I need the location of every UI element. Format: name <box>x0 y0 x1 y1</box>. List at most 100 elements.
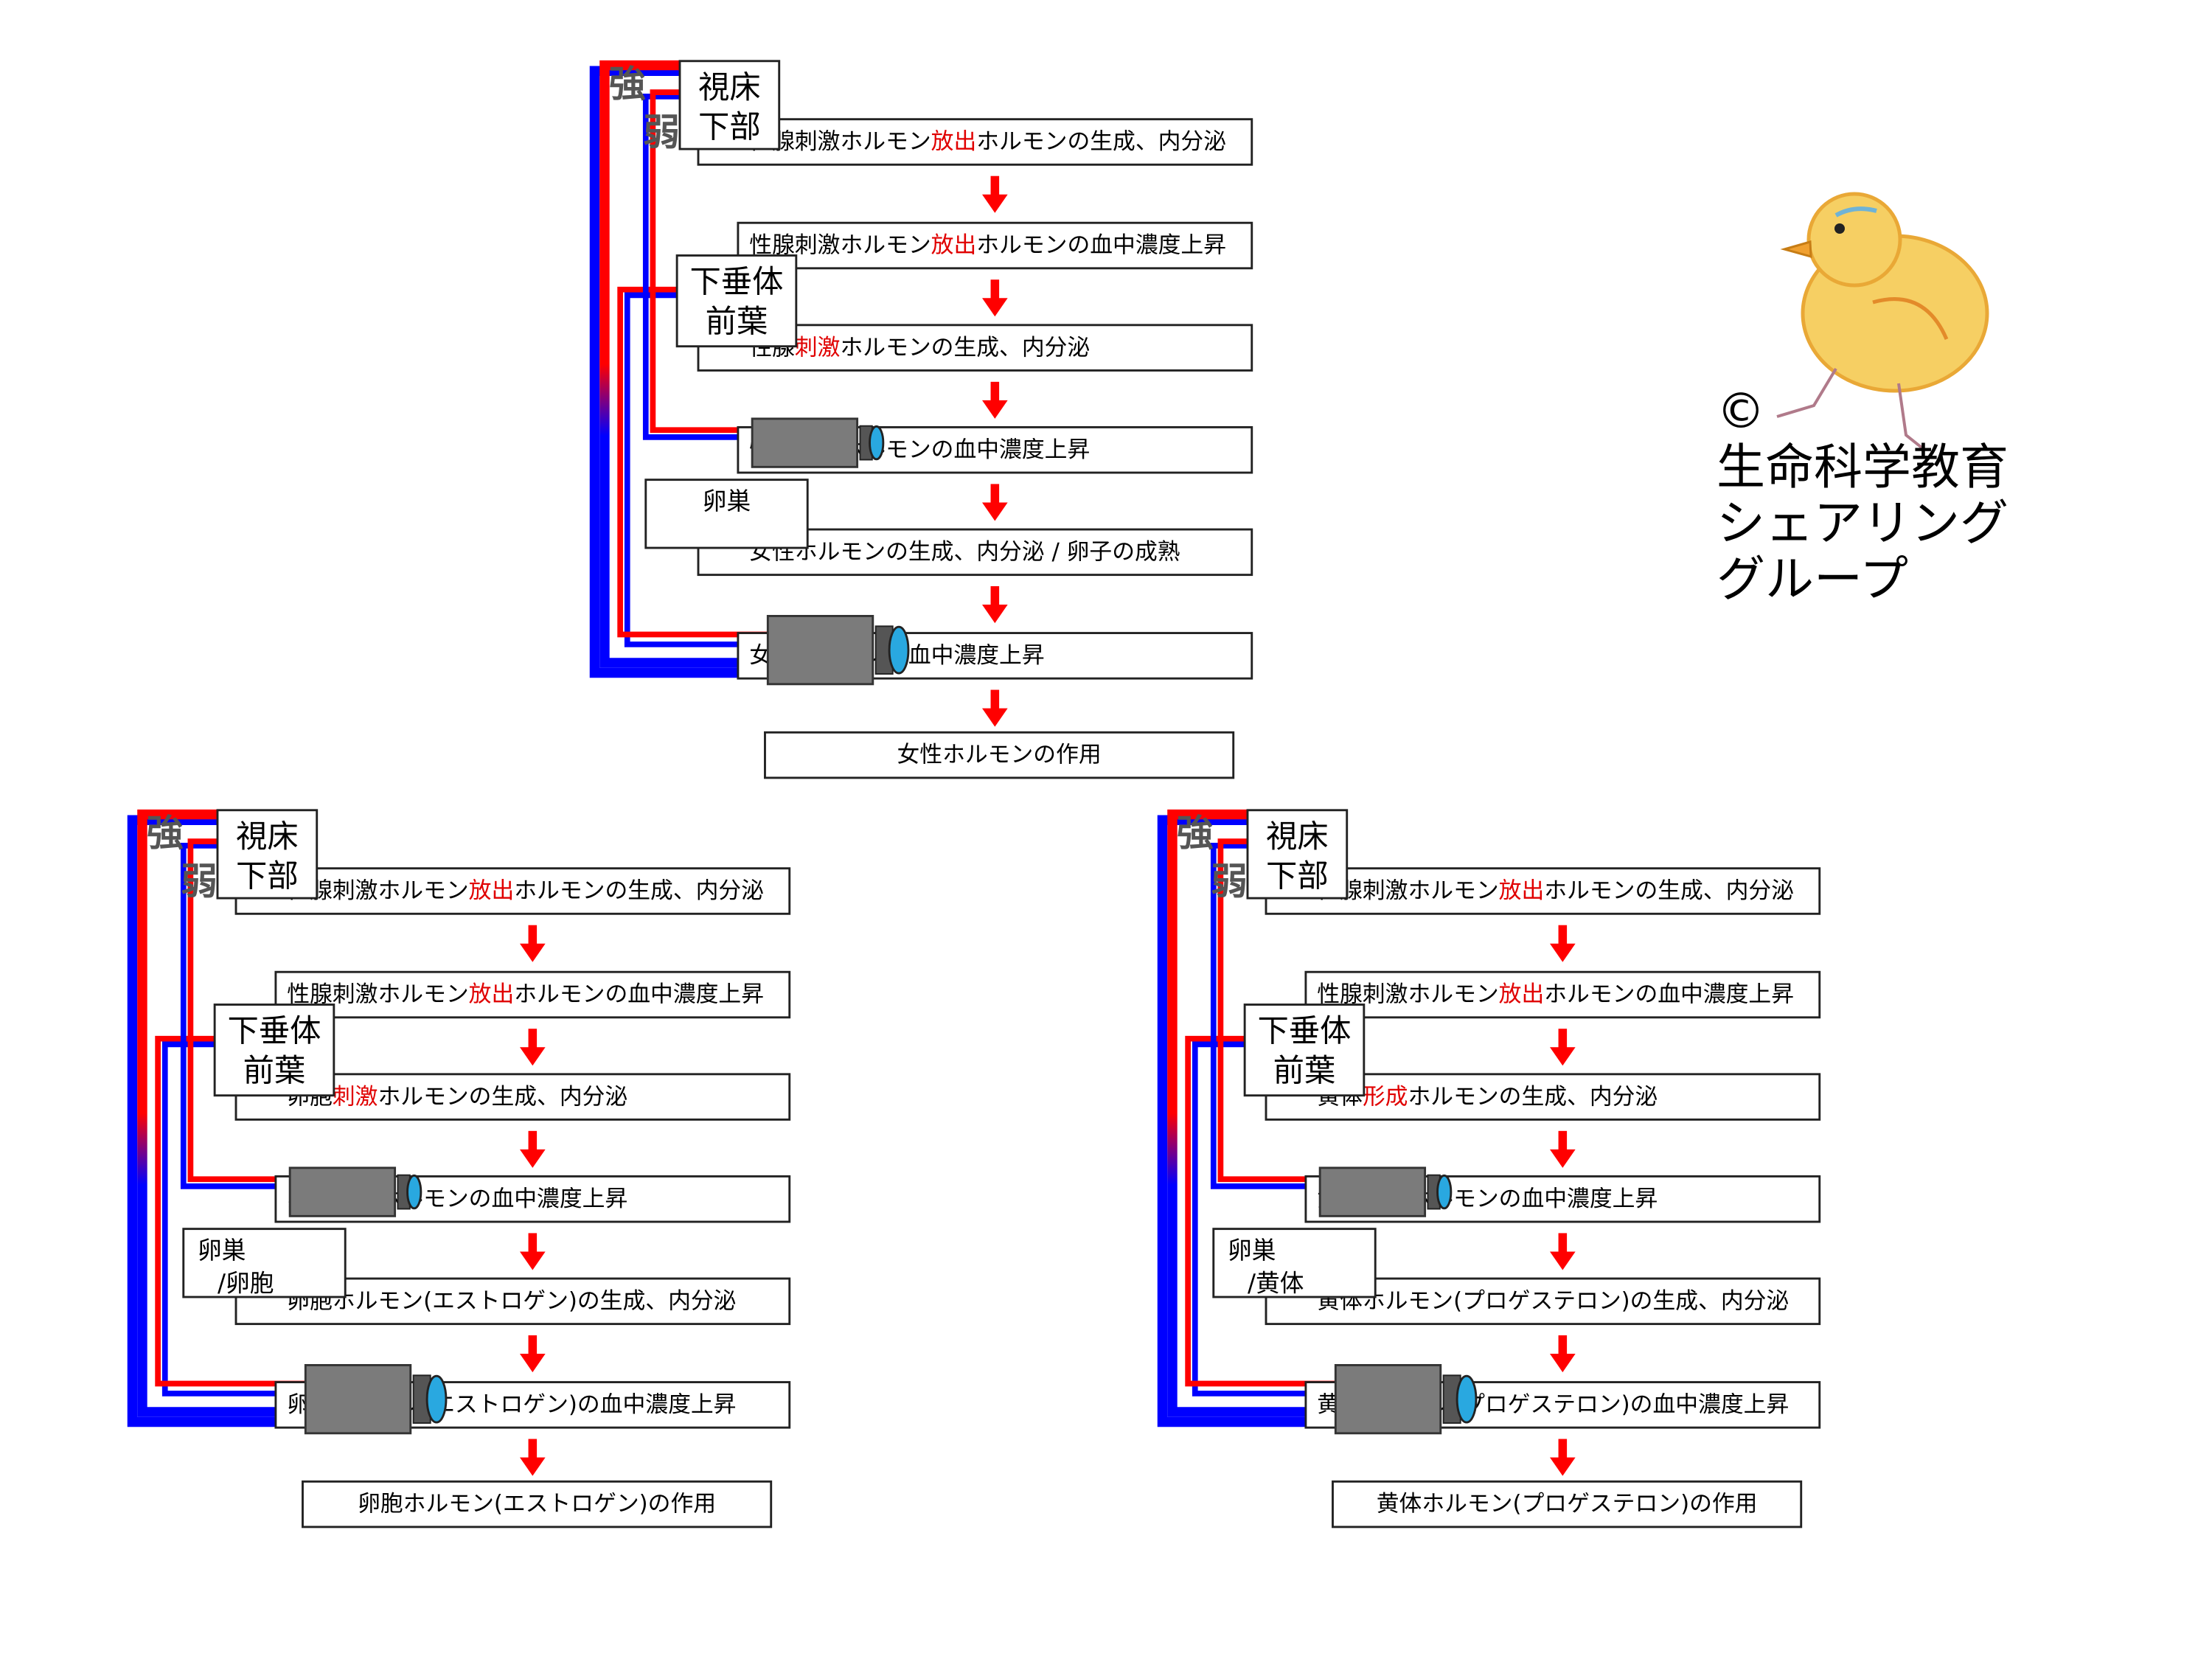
down-arrow-icon <box>1550 925 1576 963</box>
organ-anterior-pituitary-line-2: 前葉 <box>1273 1053 1336 1089</box>
chick-icon <box>1776 192 1989 451</box>
down-arrow-icon <box>982 279 1008 317</box>
step-text-5: 女性ホルモンの生成、内分泌 / 卵子の成熟 <box>749 538 1180 565</box>
step-text-3: 性腺刺激ホルモンの生成、内分泌 <box>749 334 1090 361</box>
organ-anterior-pituitary-line-2: 前葉 <box>706 303 768 339</box>
organ-ovary-line-2: /黄体 <box>1248 1270 1304 1298</box>
step-text-3: 卵胞刺激ホルモンの生成、内分泌 <box>287 1084 627 1110</box>
sensor-icon <box>288 1166 422 1218</box>
down-arrow-icon <box>1550 1335 1576 1373</box>
step-text-1: 性腺刺激ホルモン放出ホルモンの生成、内分泌 <box>749 128 1226 155</box>
inner-loop-red <box>187 838 290 1183</box>
step-box-1: 性腺刺激ホルモン放出ホルモンの生成、内分泌 <box>697 118 1253 166</box>
organ-ovary: 卵巣/黄体 <box>1212 1228 1377 1298</box>
diagram-luteal: 強弱 性腺刺激ホルモン放出ホルモンの生成、内分泌性腺刺激ホルモン放出ホルモンの血中… <box>1157 809 1821 1528</box>
step-box-1: 性腺刺激ホルモン放出ホルモンの生成、内分泌 <box>234 867 790 916</box>
organ-hypothalamus-line-1: 視床 <box>698 69 761 105</box>
inner-loop-red <box>1217 838 1321 1183</box>
final-box: 黄体ホルモン(プロゲステロン)の作用 <box>1332 1481 1803 1528</box>
organ-hypothalamus-line-1: 視床 <box>236 818 299 855</box>
strong-label: 強 <box>146 812 183 855</box>
step-text-1: 性腺刺激ホルモン放出ホルモンの生成、内分泌 <box>1317 878 1794 905</box>
strong-label: 強 <box>609 63 646 105</box>
down-arrow-icon <box>519 1439 546 1476</box>
down-arrow-icon <box>519 1029 546 1066</box>
sensor-icon <box>751 417 885 468</box>
outer-loop-blue <box>1157 815 1336 1427</box>
organ-ovary: 卵巣 <box>644 479 809 549</box>
step-text-5: 黄体ホルモン(プロゲステロン)の生成、内分泌 <box>1317 1288 1789 1315</box>
down-arrow-icon <box>982 381 1008 419</box>
diagram-general: 強弱 性腺刺激ホルモン放出ホルモンの生成、内分泌性腺刺激ホルモン放出ホルモンの血中… <box>589 60 1253 779</box>
organ-hypothalamus-line-2: 下部 <box>1266 858 1329 894</box>
middle-loop-red <box>154 1036 305 1387</box>
step-box-2: 性腺刺激ホルモン放出ホルモンの血中濃度上昇 <box>737 221 1253 270</box>
organ-ovary-line-1: 卵巣 <box>1228 1237 1276 1265</box>
organ-ovary-line-1: 卵巣 <box>703 487 751 515</box>
inner-loop-blue <box>180 843 290 1190</box>
sensor-icon <box>766 615 910 686</box>
outer-loop-blue <box>127 815 305 1427</box>
credit-line-3: グループ <box>1717 551 1909 608</box>
outer-loop-strong <box>136 810 305 1418</box>
down-arrow-icon <box>519 925 546 963</box>
organ-hypothalamus-line-1: 視床 <box>1266 818 1329 855</box>
down-arrow-icon <box>1550 1029 1576 1066</box>
final-box: 女性ホルモンの作用 <box>764 731 1235 779</box>
credit-line-2: シェアリング <box>1717 495 2008 552</box>
organ-ovary-line-2: /卵胞 <box>218 1270 274 1298</box>
outer-loop-strong <box>599 60 768 668</box>
step-text-5: 卵胞ホルモン(エストロゲン)の生成、内分泌 <box>287 1288 736 1315</box>
down-arrow-icon <box>1550 1131 1576 1169</box>
weak-label: 弱 <box>643 111 680 153</box>
organ-anterior-pituitary-line-1: 下垂体 <box>227 1013 321 1049</box>
copyright-symbol: © <box>1717 383 1765 439</box>
organ-anterior-pituitary-line-1: 下垂体 <box>1258 1013 1352 1049</box>
weak-label: 弱 <box>1211 860 1248 903</box>
step-box-2: 性腺刺激ホルモン放出ホルモンの血中濃度上昇 <box>274 971 790 1019</box>
organ-hypothalamus-line-2: 下部 <box>698 109 761 145</box>
final-text: 黄体ホルモン(プロゲステロン)の作用 <box>1377 1491 1758 1517</box>
outer-loop-strong <box>1167 810 1336 1418</box>
down-arrow-icon <box>982 484 1008 521</box>
step-text-2: 性腺刺激ホルモン放出ホルモンの血中濃度上昇 <box>1317 981 1794 1008</box>
inner-loop-red <box>650 89 753 434</box>
down-arrow-icon <box>982 586 1008 624</box>
down-arrow-icon <box>519 1233 546 1270</box>
organ-hypothalamus-line-2: 下部 <box>236 858 299 894</box>
step-text-1: 性腺刺激ホルモン放出ホルモンの生成、内分泌 <box>287 878 764 905</box>
step-box-1: 性腺刺激ホルモン放出ホルモンの生成、内分泌 <box>1265 867 1821 916</box>
feedback-loops <box>127 810 305 1427</box>
down-arrow-icon <box>519 1335 546 1373</box>
weak-label: 弱 <box>180 860 217 903</box>
strong-label: 強 <box>1177 812 1214 855</box>
step-box-3: 卵胞刺激ホルモンの生成、内分泌 <box>234 1073 790 1121</box>
step-box-2: 性腺刺激ホルモン放出ホルモンの血中濃度上昇 <box>1304 971 1821 1019</box>
organ-ovary-line-1: 卵巣 <box>198 1237 246 1265</box>
step-box-5: 黄体ホルモン(プロゲステロン)の生成、内分泌 <box>1265 1277 1821 1326</box>
feedback-loops <box>1157 810 1336 1427</box>
down-arrow-icon <box>982 175 1008 213</box>
copyright-credit: © 生命科学教育 シェアリング グループ <box>1717 383 2008 608</box>
step-text-3: 黄体形成ホルモンの生成、内分泌 <box>1317 1084 1658 1110</box>
sensor-icon <box>1334 1364 1478 1435</box>
down-arrow-icon <box>1550 1439 1576 1476</box>
inner-loop-blue <box>1211 843 1321 1190</box>
credit-line-1: 生命科学教育 <box>1717 439 2008 495</box>
inner-loop-blue <box>643 94 753 440</box>
feedback-loops <box>589 60 768 678</box>
chick-illustration <box>1776 192 1989 451</box>
middle-loop-red <box>1185 1036 1336 1387</box>
sensor-icon <box>304 1364 447 1435</box>
step-text-2: 性腺刺激ホルモン放出ホルモンの血中濃度上昇 <box>287 981 764 1008</box>
organ-anterior-pituitary-line-1: 下垂体 <box>690 264 784 300</box>
final-text: 卵胞ホルモン(エストロゲン)の作用 <box>358 1491 716 1517</box>
down-arrow-icon <box>982 689 1008 727</box>
organ-anterior-pituitary-line-2: 前葉 <box>243 1053 305 1089</box>
